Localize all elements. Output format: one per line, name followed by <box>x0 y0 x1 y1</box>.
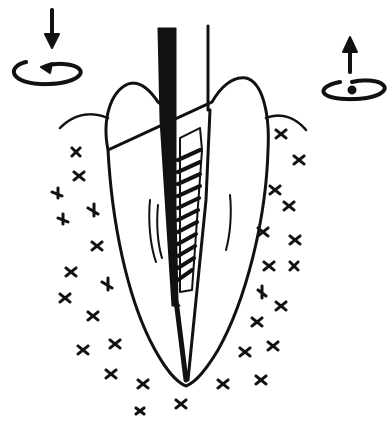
right-motion-indicator <box>323 37 384 99</box>
tissue-mark <box>138 380 148 388</box>
tissue-mark <box>52 188 62 198</box>
tooth <box>60 78 306 386</box>
tissue-mark <box>270 186 280 194</box>
inner-line-left-2 <box>157 205 162 258</box>
left-motion-indicator <box>14 10 81 84</box>
tissue-mark <box>264 262 274 270</box>
rotation-arrow-icon <box>323 80 384 99</box>
tissue-mark <box>106 370 116 378</box>
tissue-mark <box>102 278 112 290</box>
tissue-mark <box>92 242 102 250</box>
tissue-mark <box>290 262 298 270</box>
tissue-mark <box>78 346 88 354</box>
rotation-arrow-icon <box>14 62 81 84</box>
tissue-mark <box>88 204 98 216</box>
tissue-mark <box>294 156 304 164</box>
tissue-mark <box>88 312 98 320</box>
tissue-mark <box>258 286 266 298</box>
tissue-mark <box>110 340 120 348</box>
tissue-mark <box>60 294 70 302</box>
tissue-mark <box>240 348 250 356</box>
tissue-mark <box>176 400 186 408</box>
down-arrow-icon <box>45 10 59 48</box>
tissue-mark <box>136 408 144 414</box>
gum-line-right <box>266 116 306 130</box>
tissue-mark <box>290 236 300 244</box>
tissue-mark <box>74 172 84 180</box>
inner-line-right <box>226 195 231 250</box>
up-arrow-icon <box>343 37 357 72</box>
tissue-mark <box>252 318 262 326</box>
tissue-mark <box>66 268 76 276</box>
tissue-mark <box>58 214 68 224</box>
gum-line-left <box>60 114 108 128</box>
tissue-mark <box>276 130 286 138</box>
tissue-mark <box>284 202 294 210</box>
tissue-mark <box>268 342 278 350</box>
tissue-mark <box>276 302 286 310</box>
tissue-mark <box>256 376 266 384</box>
inner-line-left <box>149 200 156 262</box>
tooth-outline <box>106 78 268 386</box>
tissue-mark <box>72 148 80 156</box>
tissue-mark <box>218 380 228 388</box>
